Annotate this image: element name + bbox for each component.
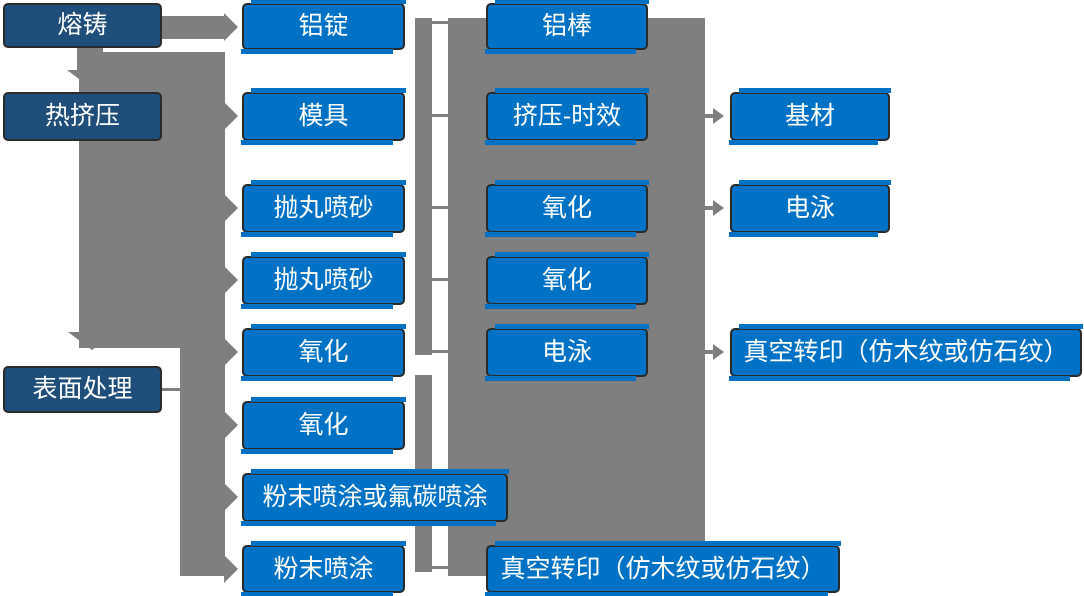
node-surface-treatment: 表面处理	[3, 366, 162, 413]
arrow-right-icon	[224, 13, 238, 41]
node-label: 粉末喷涂或氟碳喷涂	[262, 483, 488, 511]
node-oxidation-2: 氧化	[241, 397, 406, 454]
collector-link	[432, 206, 448, 209]
node-shot-blasting-1: 抛丸喷砂	[241, 180, 406, 237]
node-oxidation-4: 氧化	[485, 252, 649, 309]
node-hot-extrusion: 热挤压	[3, 92, 162, 141]
node-label: 抛丸喷砂	[273, 194, 374, 222]
node-shot-blasting-2: 抛丸喷砂	[241, 252, 406, 309]
node-label: 基材	[784, 102, 835, 130]
node-label: 氧化	[298, 411, 349, 439]
node-label: 熔铸	[57, 11, 108, 39]
node-electrophoresis-2: 电泳	[729, 180, 891, 237]
collector-link	[432, 566, 448, 569]
collector-link	[432, 350, 448, 353]
node-extrusion-aging: 挤压-时效	[485, 88, 649, 145]
node-label: 热挤压	[44, 102, 120, 130]
node-powder-or-fluorocarbon-spraying: 粉末喷涂或氟碳喷涂	[241, 469, 509, 526]
node-label: 模具	[298, 102, 349, 130]
connector-melting-to-ingot	[160, 16, 224, 39]
collector-link	[415, 21, 448, 24]
node-aluminum-rod: 铝棒	[485, 0, 649, 54]
node-vacuum-transfer-1: 真空转印（仿木纹或仿石纹）	[485, 541, 841, 596]
node-label: 真空转印（仿木纹或仿石纹）	[500, 554, 826, 583]
node-label: 挤压-时效	[512, 102, 622, 130]
node-label: 抛丸喷砂	[273, 266, 374, 294]
arrow-stem	[705, 206, 715, 210]
arrow-right-icon	[224, 338, 238, 366]
node-label: 氧化	[541, 266, 592, 294]
connector-surface-treatment	[162, 388, 182, 391]
node-label: 真空转印（仿木纹或仿石纹）	[743, 338, 1069, 366]
node-electrophoresis-1: 电泳	[485, 324, 649, 381]
collector-link	[432, 114, 448, 117]
node-label: 表面处理	[32, 375, 133, 403]
collector-bar-upper	[415, 18, 432, 355]
arrow-right-icon	[713, 200, 724, 216]
arrow-right-icon	[224, 102, 238, 130]
arrow-right-icon	[713, 108, 724, 124]
collector-link	[432, 278, 448, 281]
arrow-down-icon	[68, 332, 116, 350]
trunk-surface-treatment	[180, 330, 225, 576]
node-vacuum-transfer-2: 真空转印（仿木纹或仿石纹）	[729, 324, 1083, 381]
arrow-right-icon	[224, 555, 238, 583]
node-label: 氧化	[541, 194, 592, 222]
arrow-right-icon	[224, 266, 238, 294]
node-oxidation-3: 氧化	[485, 180, 649, 237]
node-powder-spraying: 粉末喷涂	[241, 541, 406, 596]
node-label: 电泳	[784, 194, 835, 222]
node-aluminum-ingot: 铝锭	[241, 0, 406, 54]
arrow-stem	[705, 350, 715, 354]
node-label: 铝锭	[298, 12, 349, 40]
arrow-right-icon	[224, 411, 238, 439]
node-label: 电泳	[541, 338, 592, 366]
node-label: 氧化	[298, 338, 349, 366]
arrow-right-icon	[224, 483, 238, 511]
arrow-right-icon	[224, 194, 238, 222]
node-label: 铝棒	[541, 12, 592, 40]
arrow-stem	[705, 114, 715, 118]
node-label: 粉末喷涂	[273, 554, 374, 583]
node-substrate: 基材	[729, 88, 891, 145]
arrow-right-icon	[713, 344, 724, 360]
node-oxidation-1: 氧化	[241, 324, 406, 381]
node-mold: 模具	[241, 88, 406, 145]
node-melting: 熔铸	[3, 3, 162, 48]
